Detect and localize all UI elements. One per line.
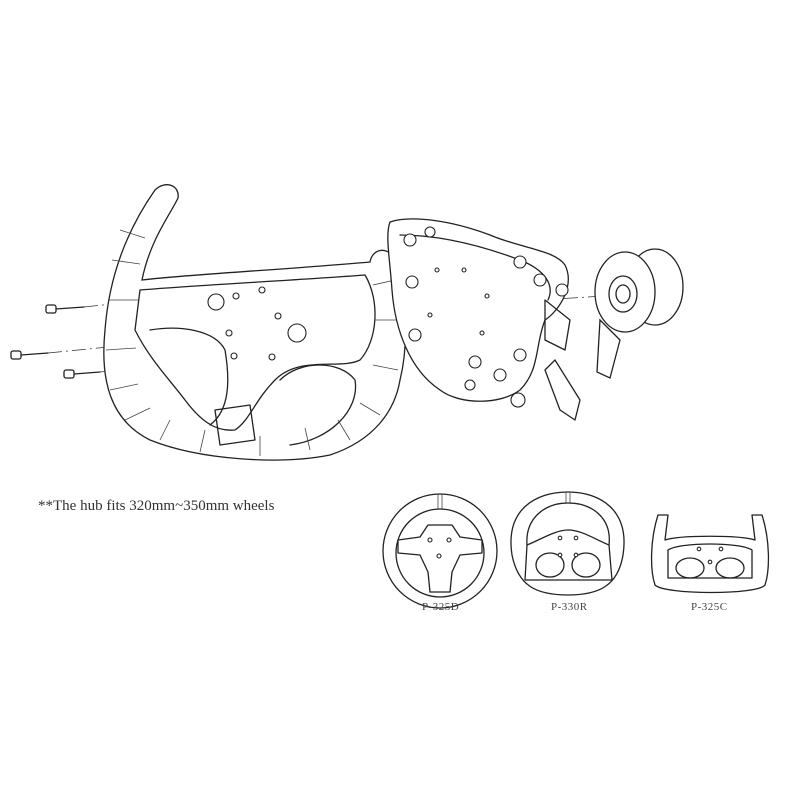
quick-release xyxy=(594,248,684,379)
wheel-p-325d xyxy=(382,493,498,609)
hub-compatibility-note: **The hub fits 320mm~350mm wheels xyxy=(38,498,275,514)
model-label-p-325c: P-325C xyxy=(691,601,728,613)
yoke-wheel xyxy=(103,184,407,461)
screw-3 xyxy=(63,369,101,379)
model-label-p-330r: P-330R xyxy=(551,601,588,613)
wheel-p-325c xyxy=(650,514,770,594)
screw-2 xyxy=(10,350,49,360)
screw-1 xyxy=(45,304,85,314)
model-label-p-325d: P-325D xyxy=(422,601,460,613)
wheel-p-330r xyxy=(510,491,625,596)
hub-plate xyxy=(387,218,581,421)
